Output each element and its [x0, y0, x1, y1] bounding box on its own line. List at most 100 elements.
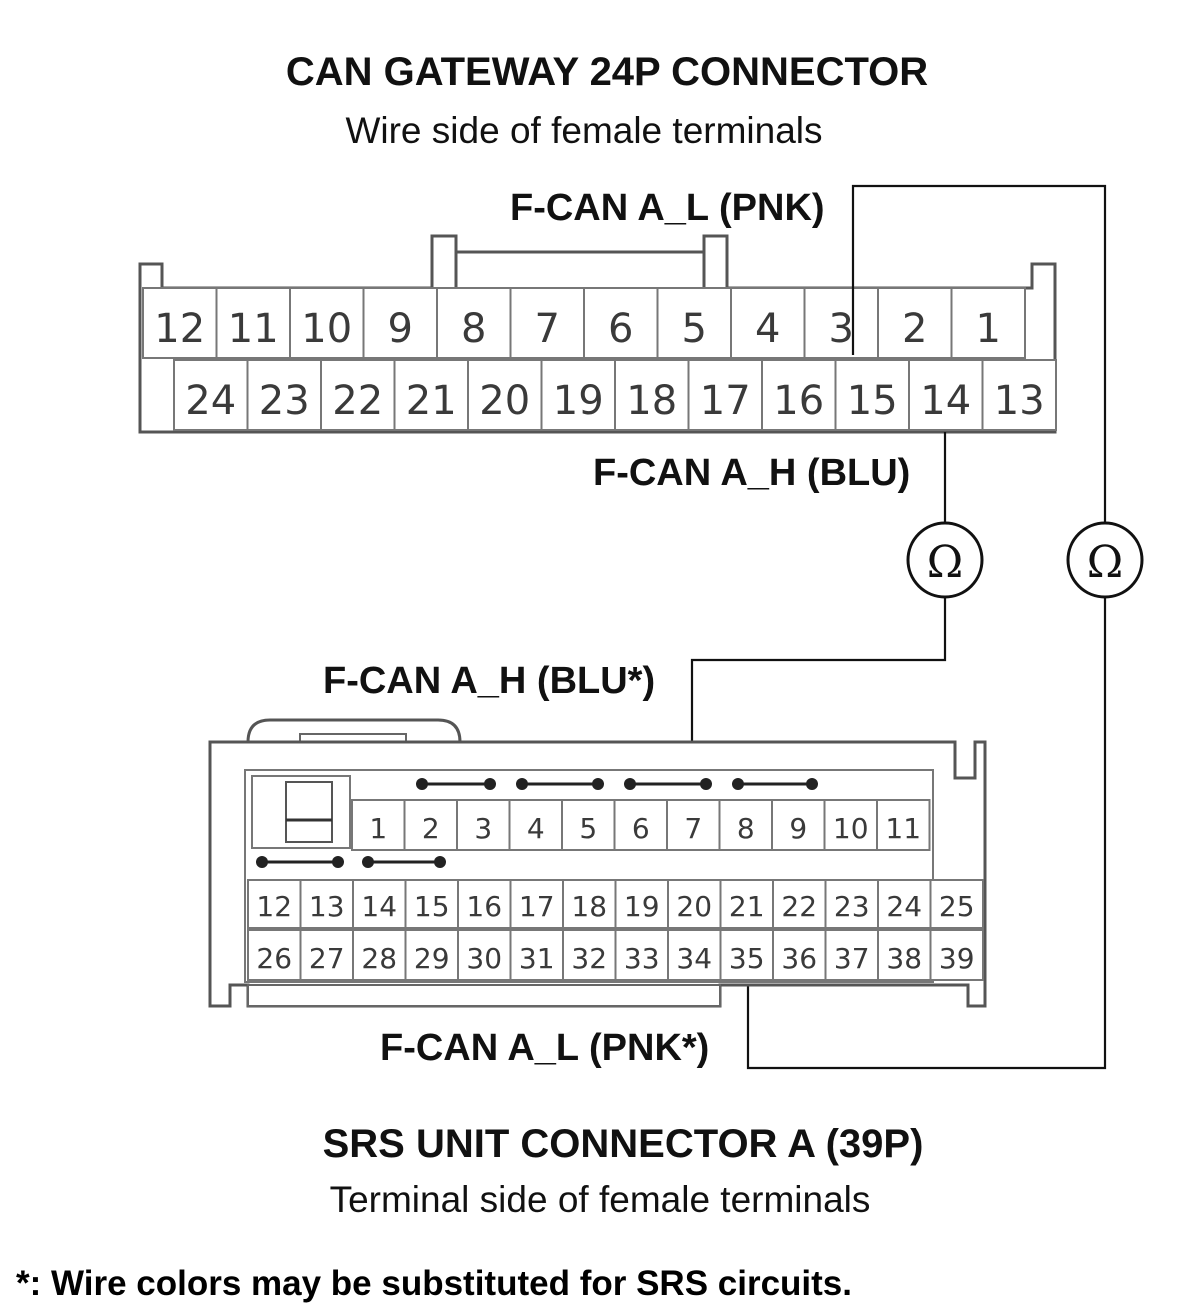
pin-cell — [823, 799, 878, 851]
pin-label: 33 — [624, 942, 660, 975]
pin-label: 2 — [422, 812, 440, 845]
pin-label: 7 — [535, 306, 560, 352]
pin-label: 12 — [154, 306, 205, 352]
pin-label: 20 — [479, 378, 530, 424]
pin-label: 23 — [259, 378, 310, 424]
pin-label: 8 — [461, 306, 486, 352]
pin-cell — [404, 879, 459, 929]
pin-label: 12 — [256, 890, 292, 923]
pin-cell — [834, 359, 910, 431]
pin-cell — [562, 929, 617, 981]
pin-cell — [403, 799, 458, 851]
pin-label: 10 — [301, 306, 352, 352]
gateway-connector-subtitle: Wire side of female terminals — [345, 110, 822, 151]
ohm-icon: Ω — [927, 537, 963, 588]
shorting-bar-end — [434, 856, 446, 868]
can-low-wire — [746, 184, 1107, 1070]
pin-label: 21 — [406, 378, 457, 424]
srs-connector-subtitle: Terminal side of female terminals — [330, 1179, 871, 1220]
pin-cell — [824, 879, 879, 929]
pin-label: 28 — [361, 942, 397, 975]
shorting-bar-end — [592, 778, 604, 790]
pin-cell — [981, 359, 1057, 431]
pin-label: 10 — [833, 812, 869, 845]
shorting-bar-end — [484, 778, 496, 790]
pin-label: 19 — [624, 890, 660, 923]
pin-cell — [351, 799, 406, 851]
pin-label: 11 — [228, 306, 279, 352]
pin-label: 21 — [729, 890, 765, 923]
pin-label: 24 — [886, 890, 922, 923]
pin-cell — [467, 359, 543, 431]
pin-cell — [772, 879, 827, 929]
pin-label: 13 — [309, 890, 345, 923]
pin-label: 24 — [185, 378, 236, 424]
gateway-connector-title: CAN GATEWAY 24P CONNECTOR — [286, 50, 928, 94]
pin-label: 15 — [847, 378, 898, 424]
pin-label: 22 — [781, 890, 817, 923]
pin-label: 20 — [676, 890, 712, 923]
pin-cell — [457, 929, 512, 981]
srs-can-high-label: F-CAN A_H (BLU*) — [323, 660, 655, 702]
pin-cell — [877, 929, 932, 981]
pin-cell — [509, 287, 585, 359]
pin-label: 17 — [700, 378, 751, 424]
pin-label: 32 — [571, 942, 607, 975]
pin-cell — [761, 359, 837, 431]
pin-cell — [509, 929, 564, 981]
pin-cell — [719, 929, 774, 981]
pin-label: 16 — [773, 378, 824, 424]
pin-cell — [436, 287, 512, 359]
pin-cell — [908, 359, 984, 431]
pin-cell — [950, 287, 1026, 359]
shorting-bar-end — [416, 778, 428, 790]
pin-label: 35 — [729, 942, 765, 975]
pin-cell — [393, 359, 469, 431]
pin-label: 36 — [781, 942, 817, 975]
pin-label: 31 — [519, 942, 555, 975]
shorting-bar-end — [362, 856, 374, 868]
pin-label: 6 — [608, 306, 633, 352]
pin-label: 27 — [309, 942, 345, 975]
pin-label: 26 — [256, 942, 292, 975]
pin-label: 34 — [676, 942, 712, 975]
pin-cell — [614, 359, 690, 431]
pin-label: 3 — [474, 812, 492, 845]
pin-cell — [667, 929, 722, 981]
pin-label: 5 — [579, 812, 597, 845]
pin-cell — [614, 879, 669, 929]
pin-label: 18 — [571, 890, 607, 923]
pin-cell — [540, 359, 616, 431]
pin-label: 17 — [519, 890, 555, 923]
footnote: *: Wire colors may be substituted for SR… — [16, 1264, 852, 1303]
shorting-bar-end — [332, 856, 344, 868]
pin-cell — [929, 879, 984, 929]
pin-cell — [929, 929, 984, 981]
ohmmeter-high: Ω — [906, 521, 984, 599]
pin-label: 9 — [789, 812, 807, 845]
pin-label: 14 — [920, 378, 971, 424]
pin-label: 15 — [414, 890, 450, 923]
pin-label: 5 — [682, 306, 707, 352]
gateway-can-high-label: F-CAN A_H (BLU) — [593, 452, 910, 494]
pin-label: 39 — [939, 942, 975, 975]
pin-cell — [246, 359, 322, 431]
pin-cell — [687, 359, 763, 431]
pin-cell — [142, 287, 218, 359]
pin-label: 38 — [886, 942, 922, 975]
pin-label: 4 — [527, 812, 545, 845]
pin-cell — [215, 287, 291, 359]
pin-cell — [614, 929, 669, 981]
pin-cell — [667, 879, 722, 929]
pin-cell — [299, 879, 354, 929]
pin-label: 6 — [632, 812, 650, 845]
pin-cell — [247, 929, 302, 981]
pin-cell — [656, 287, 732, 359]
pin-cell — [876, 799, 931, 851]
pin-label: 22 — [332, 378, 383, 424]
shorting-bar-end — [624, 778, 636, 790]
shorting-bar-end — [806, 778, 818, 790]
pin-label: 18 — [626, 378, 677, 424]
